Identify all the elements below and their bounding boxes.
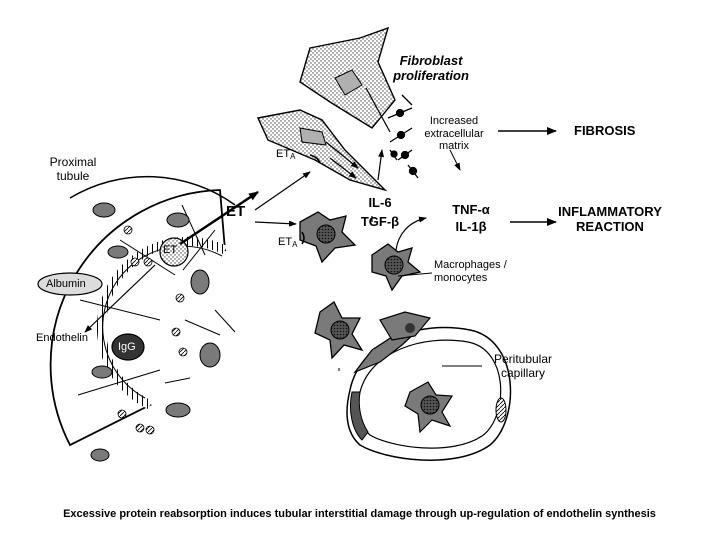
proximal-tubule [49,175,236,462]
et-a-receptor-macrophage [301,231,305,245]
macrophages-label: Macrophages / [434,259,507,271]
tgf-label: TGF-β [360,213,400,229]
endothelin-label: Endothelin [36,332,88,344]
peritubular-label: Peritubular [493,352,553,366]
macrophage-3 [314,301,364,360]
et-a-receptor-fibroblast [309,154,321,164]
fibroblast-top [299,26,396,129]
arrows [84,87,557,367]
ecm-label-line3: matrix [439,140,469,153]
et-a-label-fibroblast: ETA [276,148,296,161]
reaction-label: REACTION [576,218,644,234]
proliferation-label: proliferation [393,67,469,83]
peritubular-capillary [346,311,512,461]
tubule-label: tubule [56,168,90,183]
albumin-label: Albumin [46,278,86,290]
fibroblast-middle [256,109,388,192]
figure-caption: Excessive protein reabsorption induces t… [63,508,656,520]
albumin-ellipse [37,272,103,296]
il6-label: IL-6 [368,195,392,210]
extracellular-matrix-fibers [387,94,419,179]
ecm-label-line2: extracellular [424,127,484,140]
il1-label: IL-1β [455,218,487,234]
et-a-label-macrophage: ETA [278,236,298,249]
igg-label: IgG [118,341,136,353]
ecm-label-line1: Increased [429,115,479,127]
et-vesicle-label: ET [163,244,178,256]
fibrosis-label: FIBROSIS [574,123,636,138]
igg-ellipse [111,333,145,361]
macrophage-2 [371,243,422,292]
monocytes-label: monocytes [434,271,488,284]
fibroblast-label: Fibroblast [399,53,463,68]
inflammatory-label: INFLAMMATORY [558,204,662,219]
et-main-label: ET [226,203,246,220]
tnf-label: TNF-α [452,202,490,217]
capillary-label: capillary [500,365,545,380]
proximal-label: Proximal [49,155,97,169]
macrophage-1 [299,211,357,264]
